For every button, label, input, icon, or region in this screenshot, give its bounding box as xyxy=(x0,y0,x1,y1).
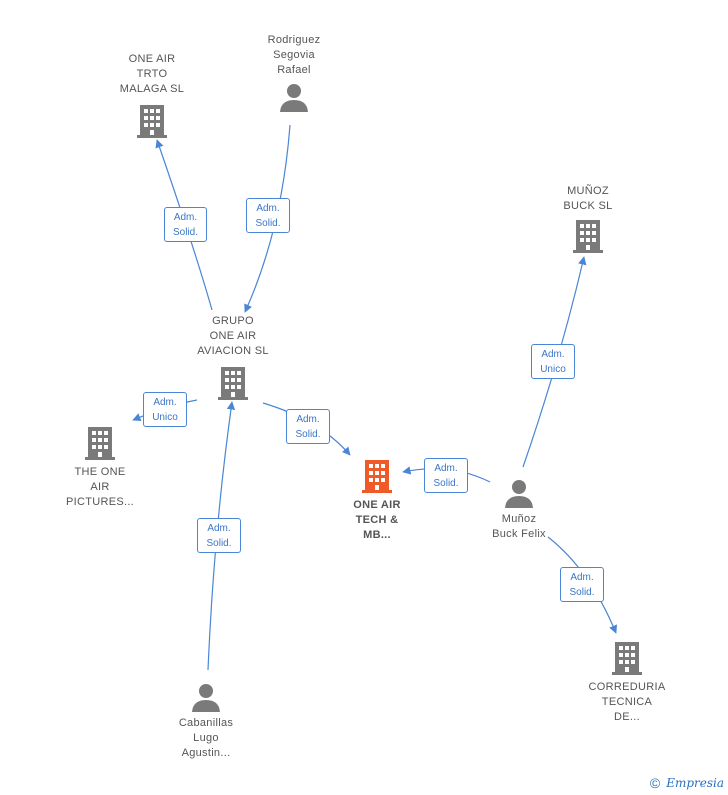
node-label: MUÑOZ BUCK SL xyxy=(563,185,613,212)
edge-label-adm-solid: Adm. Solid. xyxy=(164,207,207,242)
node-cabanillas-lugo-agustin[interactable]: Cabanillas Lugo Agustin... xyxy=(156,682,256,761)
edge-label-adm-solid: Adm. Solid. xyxy=(286,409,330,444)
node-munoz-buck-sl[interactable]: MUÑOZ BUCK SL xyxy=(538,184,638,254)
building-icon xyxy=(137,105,167,138)
building-icon xyxy=(218,367,248,400)
node-label: CORREDURIA TECNICA DE... xyxy=(588,681,666,723)
person-icon xyxy=(192,684,220,712)
edge-label-adm-solid: Adm. Solid. xyxy=(560,567,604,602)
node-label: GRUPO ONE AIR AVIACION SL xyxy=(197,315,269,357)
building-icon xyxy=(85,427,115,460)
copyright-icon: © xyxy=(649,775,661,791)
node-label: ONE AIR TRTO MALAGA SL xyxy=(119,53,185,95)
node-label: Rodriguez Segovia Rafael xyxy=(267,34,321,76)
edge-label-adm-solid: Adm. Solid. xyxy=(197,518,241,553)
node-label: ONE AIR TECH & MB... xyxy=(353,499,401,541)
node-label: Cabanillas Lugo Agustin... xyxy=(178,717,234,759)
building-icon xyxy=(362,460,392,493)
node-the-one-air-pictures[interactable]: THE ONE AIR PICTURES... xyxy=(50,425,150,510)
node-one-air-tech-mb[interactable]: ONE AIR TECH & MB... xyxy=(327,458,427,543)
node-one-air-trto-malaga[interactable]: ONE AIR TRTO MALAGA SL xyxy=(102,52,202,139)
node-munoz-buck-felix[interactable]: Muñoz Buck Felix xyxy=(469,478,569,542)
empresia-brand[interactable]: © Empresia xyxy=(650,775,724,791)
brand-name: Empresia xyxy=(666,776,724,790)
edge-label-adm-unico: Adm. Unico xyxy=(531,344,575,379)
edge-label-adm-unico: Adm. Unico xyxy=(143,392,187,427)
edge-label-adm-solid: Adm. Solid. xyxy=(246,198,290,233)
person-icon xyxy=(505,480,533,508)
person-icon xyxy=(280,84,308,112)
node-label: THE ONE AIR PICTURES... xyxy=(65,466,135,508)
building-icon xyxy=(612,642,642,675)
node-correduria-tecnica[interactable]: CORREDURIA TECNICA DE... xyxy=(577,640,677,725)
node-label: Muñoz Buck Felix xyxy=(492,513,546,540)
edge-label-adm-solid: Adm. Solid. xyxy=(424,458,468,493)
building-icon xyxy=(573,220,603,253)
node-grupo-one-air-aviacion[interactable]: GRUPO ONE AIR AVIACION SL xyxy=(183,314,283,401)
node-rodriguez-segovia-rafael[interactable]: Rodriguez Segovia Rafael xyxy=(244,33,344,114)
